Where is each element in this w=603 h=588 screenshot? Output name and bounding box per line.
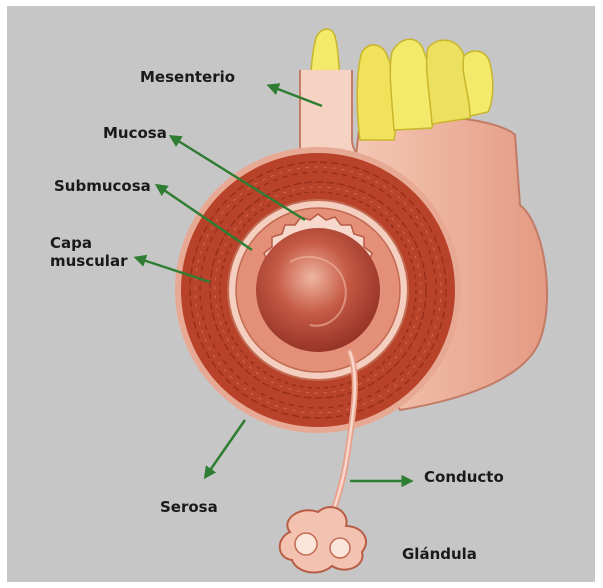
label-capa-muscular: Capa muscular <box>50 234 127 270</box>
label-serosa: Serosa <box>160 498 218 516</box>
label-capa-line2: muscular <box>50 252 127 270</box>
label-mesenterio: Mesenterio <box>140 68 235 86</box>
label-glandula: Glándula <box>402 545 477 563</box>
label-mucosa: Mucosa <box>103 124 167 142</box>
label-capa-line1: Capa <box>50 234 127 252</box>
lumen <box>256 228 380 352</box>
arrow-serosa <box>206 420 245 476</box>
label-conducto: Conducto <box>424 468 504 486</box>
gland <box>280 507 366 572</box>
label-submucosa: Submucosa <box>54 177 151 195</box>
